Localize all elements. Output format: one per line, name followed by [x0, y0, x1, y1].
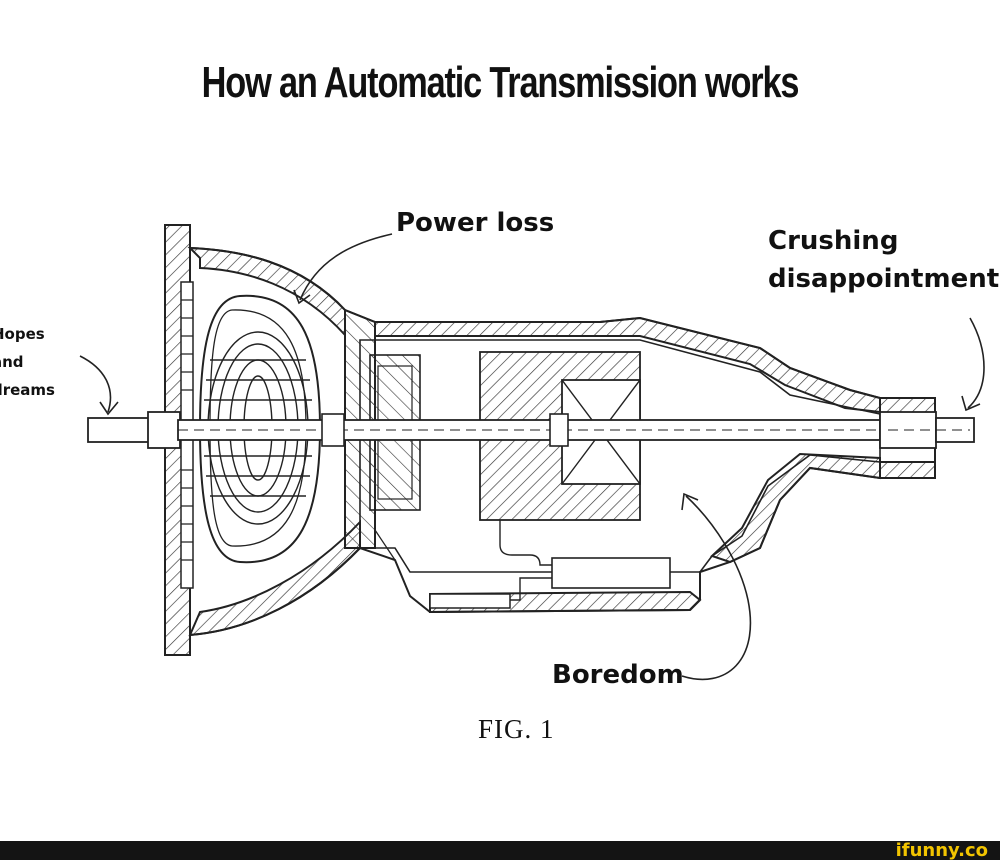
- label-crushing-line1: Crushing: [768, 226, 899, 256]
- label-hopes-line1: Hopes: [0, 325, 45, 343]
- crushing-arrow: [967, 317, 985, 409]
- label-boredom: Boredom: [552, 660, 684, 690]
- label-power-loss: Power loss: [396, 208, 555, 238]
- ifunny-watermark[interactable]: ifunny.co: [895, 840, 988, 861]
- boredom-arrow: [681, 495, 752, 681]
- figure-caption: FIG. 1: [478, 714, 555, 744]
- label-crushing-line2: disappointment: [768, 264, 1000, 294]
- label-crushing-disappointment: Crushing disappointment: [768, 222, 999, 298]
- label-hopes-line2: and: [0, 353, 24, 371]
- power-loss-arrow: [299, 233, 393, 301]
- torque-converter: [198, 294, 322, 564]
- hopes-arrow: [79, 355, 112, 413]
- diagram-title: How an Automatic Transmission works: [201, 58, 800, 107]
- footer-bar: ifunny.co: [0, 841, 1000, 860]
